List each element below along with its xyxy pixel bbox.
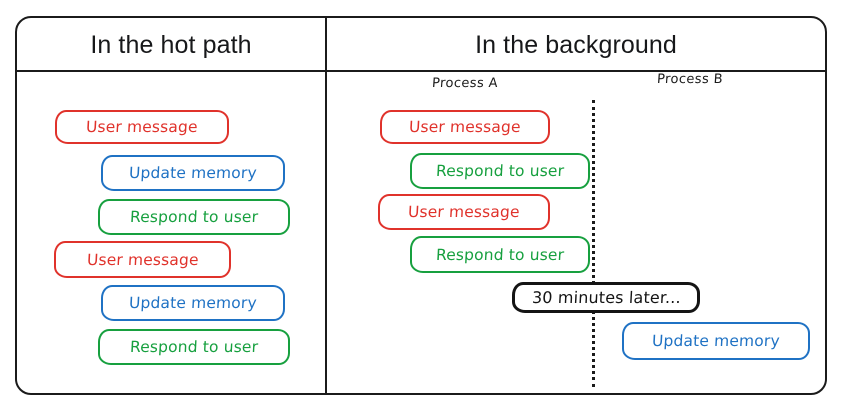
step-label: Update memory — [651, 332, 781, 350]
process-b-label: Process B — [656, 72, 724, 87]
background-process-a-step-user-message-1: User message — [380, 110, 550, 144]
step-label: User message — [407, 203, 521, 221]
step-label: User message — [85, 118, 199, 136]
time-gap-label: 30 minutes later... — [531, 288, 681, 307]
process-a-label: Process A — [431, 76, 499, 91]
hot-path-step-respond-to-user-2: Respond to user — [98, 329, 290, 365]
step-label: Respond to user — [129, 338, 259, 356]
panel-title-background: In the background — [475, 31, 677, 59]
step-label: Respond to user — [435, 162, 565, 180]
hot-path-step-update-memory-2: Update memory — [101, 285, 285, 321]
time-gap-note: 30 minutes later... — [512, 282, 700, 313]
hot-path-step-update-memory-1: Update memory — [101, 155, 285, 191]
panel-title-hot-path: In the hot path — [90, 31, 252, 59]
background-process-a-step-respond-to-user-1: Respond to user — [410, 153, 590, 189]
step-label: User message — [86, 250, 199, 269]
background-process-a-step-user-message-2: User message — [378, 194, 550, 230]
hot-path-step-respond-to-user-1: Respond to user — [98, 199, 290, 235]
step-label: User message — [408, 118, 522, 136]
header-separator-rule — [15, 70, 827, 72]
hot-path-step-user-message-2: User message — [54, 241, 231, 278]
step-label: Update memory — [128, 164, 258, 182]
step-label: Respond to user — [129, 208, 259, 226]
hot-path-step-user-message-1: User message — [55, 110, 229, 144]
background-process-a-step-respond-to-user-2: Respond to user — [410, 236, 590, 273]
step-label: Update memory — [128, 294, 258, 312]
background-process-b-step-update-memory: Update memory — [622, 322, 810, 360]
step-label: Respond to user — [435, 245, 565, 264]
column-divider-rule — [325, 16, 327, 395]
process-boundary-dotted-line — [592, 100, 595, 387]
